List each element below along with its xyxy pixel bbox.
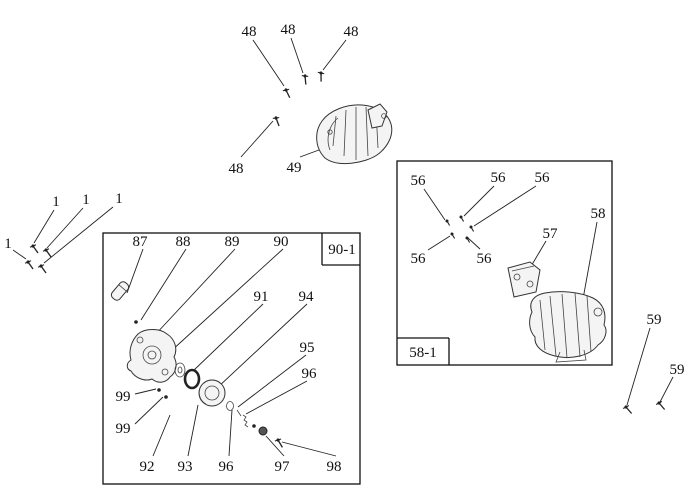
callout-1-1: 1 <box>52 194 60 210</box>
screw-1-d <box>36 262 50 274</box>
callout-96-2: 96 <box>219 459 235 475</box>
screw-48-b <box>299 72 312 86</box>
box-90-1-frame <box>102 232 361 485</box>
callout-91: 91 <box>254 289 269 305</box>
box-label-58-1: 58-1 <box>409 345 437 361</box>
callout-56-5: 56 <box>477 251 493 267</box>
callout-57: 57 <box>543 226 559 242</box>
callout-88: 88 <box>176 234 191 250</box>
callout-56-2: 56 <box>491 170 507 186</box>
callout-48-3: 48 <box>344 24 359 40</box>
screw-1-b <box>41 246 55 258</box>
callout-59-1: 59 <box>647 312 662 328</box>
callout-93: 93 <box>178 459 193 475</box>
screw-59-a <box>621 403 635 415</box>
callout-99-2: 99 <box>116 421 131 437</box>
screw-56-a <box>443 218 453 227</box>
screw-48-d <box>270 114 284 127</box>
callout-labels: 48 48 48 48 49 1 1 1 1 87 88 89 90 91 94… <box>4 22 684 475</box>
callout-48-2: 48 <box>281 22 296 38</box>
callout-58: 58 <box>591 206 606 222</box>
callout-98: 98 <box>327 459 342 475</box>
callout-1-2: 1 <box>82 192 90 208</box>
callout-92: 92 <box>140 459 155 475</box>
callout-90: 90 <box>274 234 289 250</box>
callout-1-3: 1 <box>115 191 123 207</box>
callout-56-1: 56 <box>411 173 427 189</box>
callout-59-2: 59 <box>670 362 685 378</box>
part-57-drawing <box>507 261 541 298</box>
callout-95: 95 <box>300 340 315 356</box>
part-49-drawing <box>316 103 393 165</box>
callout-56-4: 56 <box>411 251 427 267</box>
part-58-drawing <box>529 291 607 363</box>
screw-48-a <box>281 86 295 99</box>
callout-96-1: 96 <box>302 366 318 382</box>
screw-1-a <box>28 242 42 254</box>
callout-49: 49 <box>287 160 302 176</box>
screw-56-e <box>463 235 473 244</box>
callout-87: 87 <box>133 234 149 250</box>
screw-1-c <box>23 258 37 270</box>
callout-48-1: 48 <box>242 24 257 40</box>
box-label-90-1: 90-1 <box>328 242 356 258</box>
callout-56-3: 56 <box>535 170 551 186</box>
leader-lines <box>12 37 674 457</box>
assembly-90-drawing <box>110 281 287 449</box>
callout-97: 97 <box>275 459 291 475</box>
screw-56-d <box>448 231 458 240</box>
screw-59-b <box>654 399 668 411</box>
callout-1-4: 1 <box>4 236 12 252</box>
callout-94: 94 <box>299 289 315 305</box>
callout-89: 89 <box>225 234 240 250</box>
callout-99-1: 99 <box>116 389 131 405</box>
screw-48-c <box>315 69 328 83</box>
box-58-1-frame <box>396 160 613 366</box>
callout-48-4: 48 <box>229 161 244 177</box>
